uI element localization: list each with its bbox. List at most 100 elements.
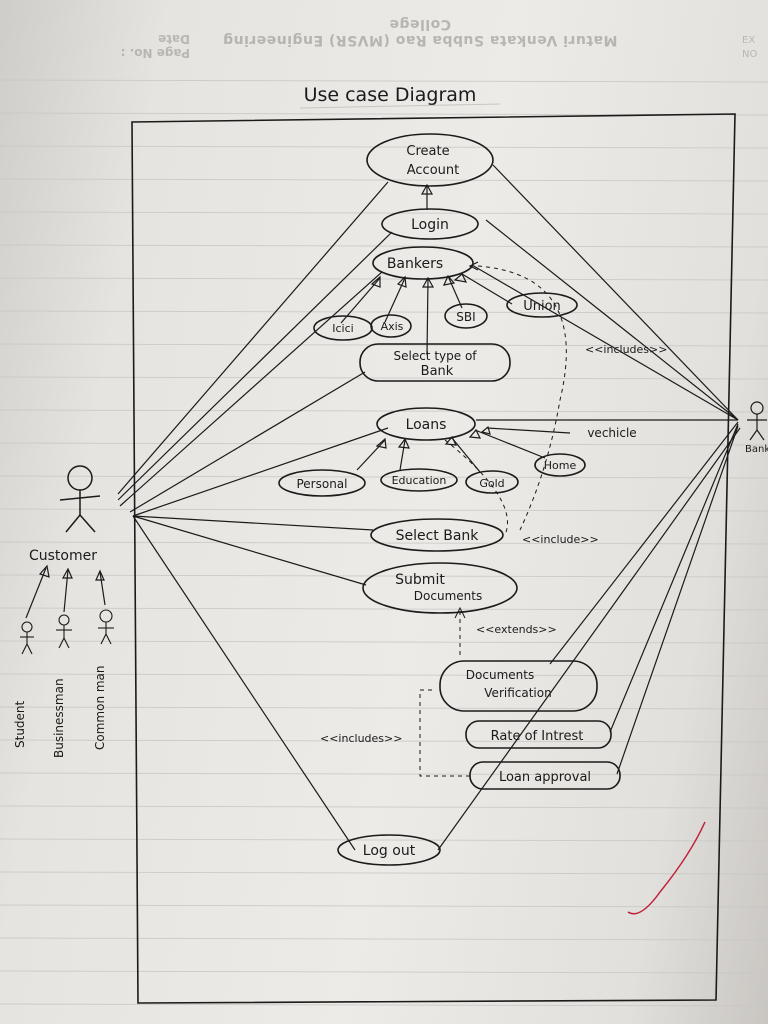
union-label: Union	[523, 299, 561, 314]
documents-verification-label-2: Verification	[484, 686, 551, 700]
ruled-line	[0, 1003, 768, 1007]
ruled-line	[0, 772, 768, 776]
ruled-line	[0, 706, 768, 710]
select-type-label-2: Bank	[421, 364, 454, 379]
ruled-line	[0, 79, 768, 83]
sbi-ellipse	[444, 303, 488, 329]
ruled-line	[0, 607, 768, 611]
education-ellipse	[380, 468, 458, 492]
create-account-label-1: Create	[406, 144, 449, 159]
customer-actor	[59, 465, 101, 533]
gold-ellipse	[465, 470, 519, 494]
relationship-labels: <<includes>> <<include>> <<extends>> <<i…	[320, 343, 667, 745]
system-boundary	[131, 113, 736, 1004]
diagram-title: Use case Diagram	[304, 84, 477, 106]
businessman-actor	[56, 614, 72, 649]
association-lines	[117, 164, 741, 851]
submit-documents-ellipse	[362, 562, 518, 614]
student-label: Student	[13, 700, 27, 748]
customer-generalisations	[25, 564, 106, 619]
bankers-ellipse	[372, 246, 474, 280]
log-out-ellipse	[337, 834, 441, 866]
ruled-line	[0, 211, 768, 215]
ruled-line	[0, 541, 768, 545]
extend-arrowhead	[454, 606, 466, 619]
ruled-line	[0, 244, 768, 248]
loans-ellipse	[376, 407, 476, 441]
personal-label: Personal	[296, 477, 347, 491]
ruled-line	[0, 739, 768, 743]
education-label: Education	[392, 474, 447, 487]
select-bank-ellipse	[370, 518, 504, 552]
bankers-label: Bankers	[387, 256, 443, 272]
includes-top-label: <<includes>>	[585, 343, 667, 356]
icici-label: Icici	[332, 322, 353, 335]
select-type-label-1: Select type of	[393, 349, 477, 363]
ruled-line	[0, 277, 768, 281]
use-case-labels: Create Account Login Bankers Icici Axis …	[296, 144, 636, 859]
ruled-line	[0, 904, 768, 908]
ruled-line	[0, 145, 768, 149]
arrowheads	[370, 183, 491, 449]
ruled-line	[0, 508, 768, 512]
sbi-label: SBI	[456, 310, 475, 324]
select-type-ellipse	[359, 343, 511, 382]
create-account-label-2: Account	[407, 163, 460, 178]
bank-actor	[747, 401, 767, 441]
gold-label: Gold	[479, 477, 504, 490]
login-label: Login	[411, 217, 449, 233]
axis-label: Axis	[381, 320, 404, 333]
red-tick-mark	[627, 821, 706, 915]
rate-of-interest-ellipse	[465, 720, 612, 749]
ruled-line	[0, 574, 768, 578]
ruled-line	[0, 310, 768, 314]
home-ellipse	[534, 453, 586, 477]
home-label: Home	[544, 459, 577, 472]
login-ellipse	[381, 208, 479, 240]
ruled-line	[0, 838, 768, 842]
ruled-line	[0, 970, 768, 974]
student-actor	[20, 621, 34, 655]
dependency-lines	[419, 265, 567, 777]
vehicle-label: vechicle	[587, 426, 636, 440]
ruled-line	[0, 871, 768, 875]
ruled-line	[0, 673, 768, 677]
ruled-line	[0, 376, 768, 380]
businessman-label: Businessman	[52, 678, 66, 758]
submit-documents-label-2: Documents	[414, 589, 482, 603]
loans-label: Loans	[406, 417, 447, 433]
ruled-line	[0, 937, 768, 941]
ruled-line	[0, 640, 768, 644]
ruled-line	[0, 409, 768, 413]
ruled-line	[0, 805, 768, 809]
submit-documents-label-1: Submit	[395, 572, 445, 588]
customer-label: Customer	[29, 548, 97, 564]
bank-label: Bank	[745, 444, 768, 455]
create-account-ellipse	[366, 133, 494, 187]
customer-head	[67, 465, 93, 491]
extends-label: <<extends>>	[476, 623, 557, 636]
loan-approval-label: Loan approval	[499, 770, 591, 785]
log-out-label: Log out	[363, 843, 416, 859]
documents-verification-ellipse	[439, 660, 598, 712]
union-ellipse	[506, 292, 578, 318]
ruled-line	[0, 475, 768, 479]
ruled-line	[0, 442, 768, 446]
rate-of-interest-label: Rate of Intrest	[491, 729, 584, 744]
personal-ellipse	[278, 469, 366, 497]
use-case-shapes	[278, 133, 621, 866]
axis-ellipse	[370, 314, 412, 338]
ruled-line	[0, 178, 768, 182]
loan-approval-ellipse	[469, 761, 621, 790]
ruled-lines	[0, 79, 768, 1007]
includes-left-label: <<includes>>	[320, 732, 402, 745]
margin-label: EX NO	[742, 35, 758, 60]
ruled-line	[0, 343, 768, 347]
include-select-bank-label: <<include>>	[522, 533, 599, 546]
select-bank-label: Select Bank	[396, 528, 480, 544]
common-man-actor	[98, 609, 114, 645]
documents-verification-label-1: Documents	[466, 668, 534, 682]
common-man-label: Common man	[93, 665, 107, 750]
